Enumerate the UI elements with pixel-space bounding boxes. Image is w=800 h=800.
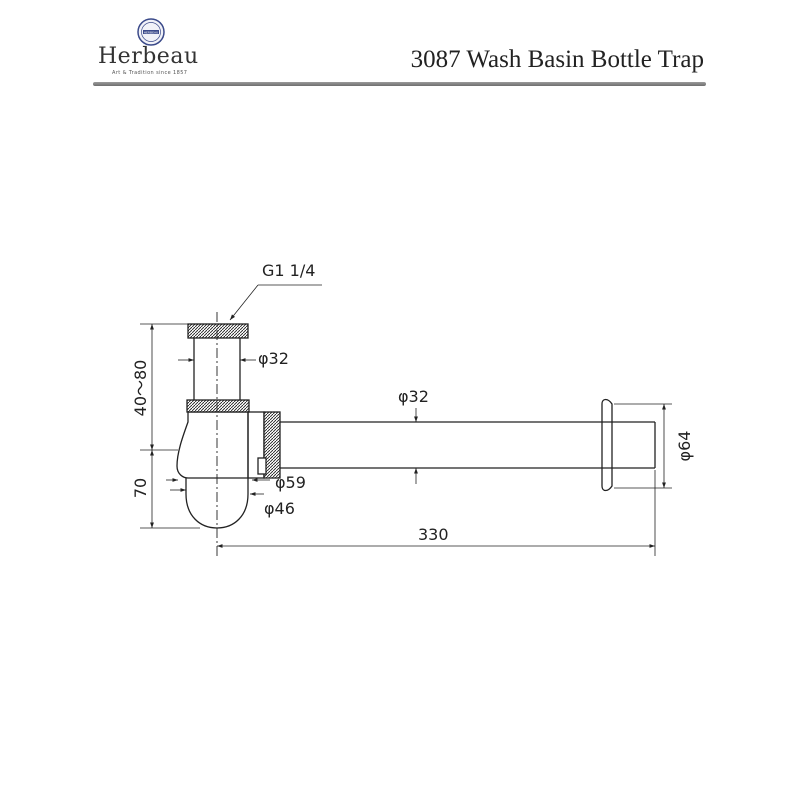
trap-outline xyxy=(176,323,656,529)
wall-flange xyxy=(601,398,613,492)
top-nut xyxy=(187,323,249,339)
side-nut xyxy=(263,411,281,479)
side-nut-step xyxy=(257,457,267,475)
logo-seal-icon: HERBEAU xyxy=(137,18,165,46)
body-dia-label: φ59 xyxy=(275,473,306,492)
thread-label: G1 1/4 xyxy=(262,261,315,280)
flange-dia-label: φ64 xyxy=(675,431,694,462)
header-rule xyxy=(93,82,706,86)
pipe-dia-label: φ32 xyxy=(398,387,429,406)
brand-logo[interactable]: Herbeau xyxy=(98,44,199,69)
cleaning-cup xyxy=(185,478,249,529)
header: HERBEAU Herbeau Art & Tradition since 18… xyxy=(0,0,800,100)
brand-tagline: Art & Tradition since 1857 xyxy=(112,70,188,76)
inlet-dia-label: φ32 xyxy=(258,349,289,368)
upper-height-label: 40～80 xyxy=(131,360,150,417)
dimension-labels: G1 1/4 φ32 φ32 φ59 φ46 330 40～80 70 φ64 xyxy=(131,261,694,544)
seal-text: HERBEAU xyxy=(144,30,158,34)
thread-leader xyxy=(229,284,259,321)
lower-height-label: 70 xyxy=(131,478,150,498)
trap-body xyxy=(176,411,249,479)
dimension-lines xyxy=(140,284,672,556)
page-title: 3087 Wash Basin Bottle Trap xyxy=(410,46,704,73)
body-collar xyxy=(186,399,250,413)
length-label: 330 xyxy=(418,525,449,544)
cup-dia-label: φ46 xyxy=(264,499,295,518)
